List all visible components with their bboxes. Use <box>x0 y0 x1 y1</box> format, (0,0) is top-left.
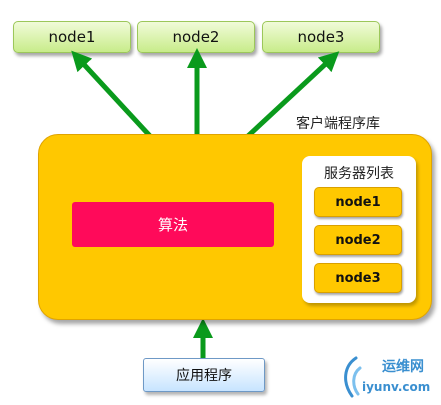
application-box: 应用程序 <box>143 358 265 392</box>
top-node-3: node3 <box>262 21 380 53</box>
watermark-site: iyunv.com <box>362 380 431 394</box>
arrow-to-node1 <box>71 50 152 138</box>
top-node-1: node1 <box>13 21 131 53</box>
server-node-2: node2 <box>314 225 402 255</box>
watermark-brand: 运维网 <box>382 359 424 375</box>
server-node-3: node3 <box>314 263 402 293</box>
server-list-panel: 服务器列表 node1 node2 node3 <box>302 156 416 303</box>
watermark: 运维网 iyunv.com <box>336 352 436 402</box>
algorithm-box: 算法 <box>72 202 274 247</box>
client-library-label: 客户端程序库 <box>296 116 380 132</box>
server-node-1: node1 <box>314 187 402 217</box>
watermark-logo-icon <box>344 356 362 398</box>
arrow-to-node3 <box>246 51 340 138</box>
server-list-title: 服务器列表 <box>324 166 394 182</box>
